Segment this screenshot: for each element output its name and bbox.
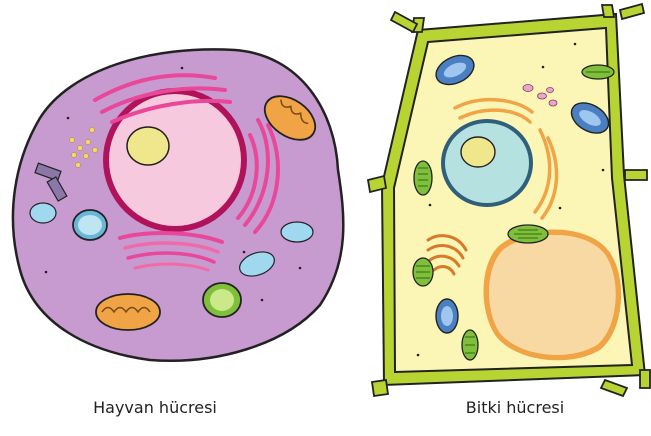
plant-cell-illustration [368,4,650,396]
plant-nucleus [441,119,533,207]
animal-mitochondrion-bottom [96,294,160,330]
animal-nucleus [103,88,247,232]
animal-nucleolus [127,127,169,165]
plant-cell-caption: Bitki hücresi [420,398,610,417]
animal-cell-illustration [13,49,343,360]
plant-nucleolus [461,137,495,167]
animal-vacuole-right [281,222,313,242]
animal-cell-caption: Hayvan hücresi [60,398,250,417]
plant-vacuole [484,229,622,360]
animal-vacuole-left [30,203,56,223]
